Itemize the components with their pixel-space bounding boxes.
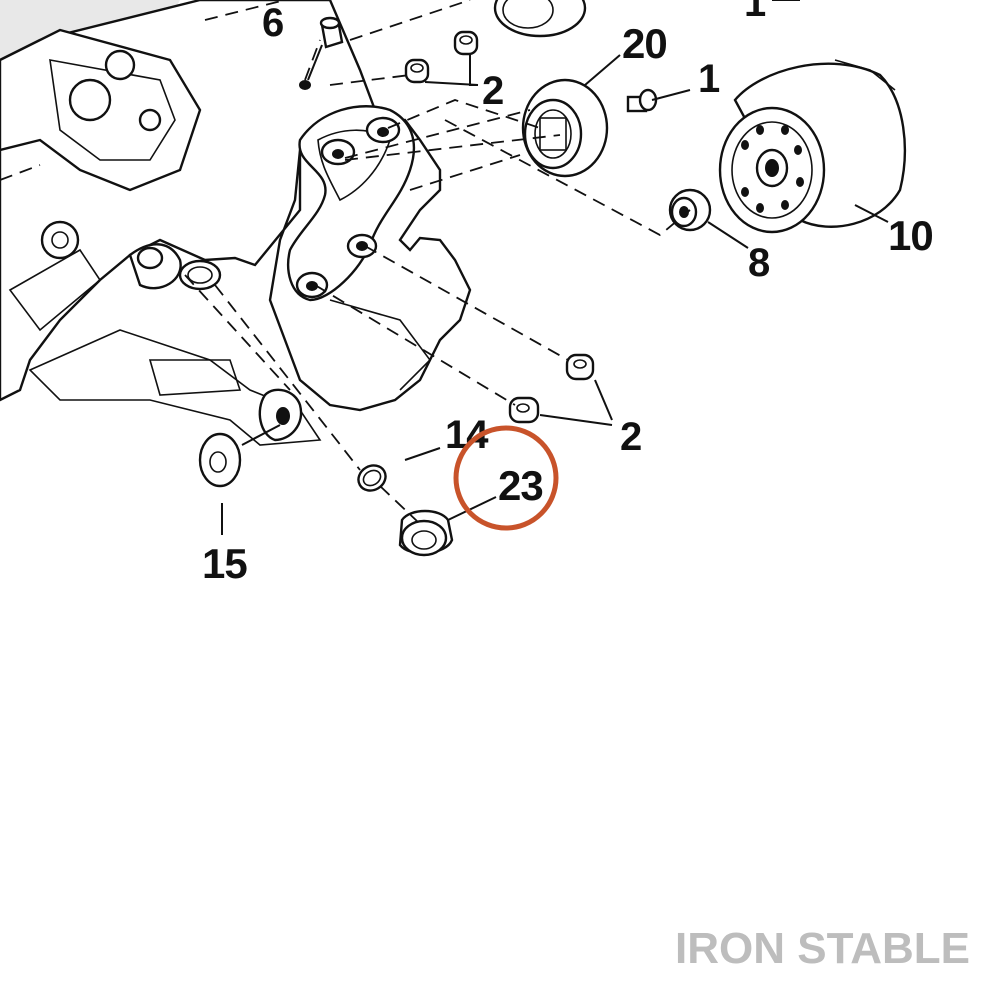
part-6-dowel	[319, 16, 344, 49]
callout-20: 20	[622, 20, 667, 67]
callout-8: 8	[748, 241, 770, 285]
callout-15: 15	[202, 540, 247, 587]
callout-1-top: 1	[744, 0, 766, 25]
leader-lines	[221, 0, 889, 535]
callout-2-top: 2	[482, 69, 503, 113]
part-top-bearing-partial	[493, 0, 587, 38]
highlight-circle	[453, 425, 559, 531]
callout-23: 23	[498, 462, 543, 509]
callout-2-bottom: 2	[620, 415, 641, 459]
part-14-o-ring	[357, 464, 387, 492]
brand-watermark: IRON STABLE	[675, 924, 970, 973]
part-20-bearing	[521, 78, 609, 178]
callout-10: 10	[888, 212, 933, 259]
crankcase-drawing	[0, 0, 472, 446]
assembly-lines	[0, 0, 691, 523]
part-1-screw	[626, 88, 658, 113]
part-2-set-screws-top	[404, 30, 479, 84]
part-15-washer	[198, 432, 242, 488]
callout-labels: 1 6 2 20 1 10 8 2 14 23 15	[202, 0, 934, 587]
callout-1: 1	[698, 57, 720, 101]
callout-6: 6	[262, 1, 283, 45]
part-2-set-screws-bottom	[508, 353, 595, 424]
part-10-oil-filter	[718, 59, 907, 234]
part-23-plug	[398, 509, 454, 557]
